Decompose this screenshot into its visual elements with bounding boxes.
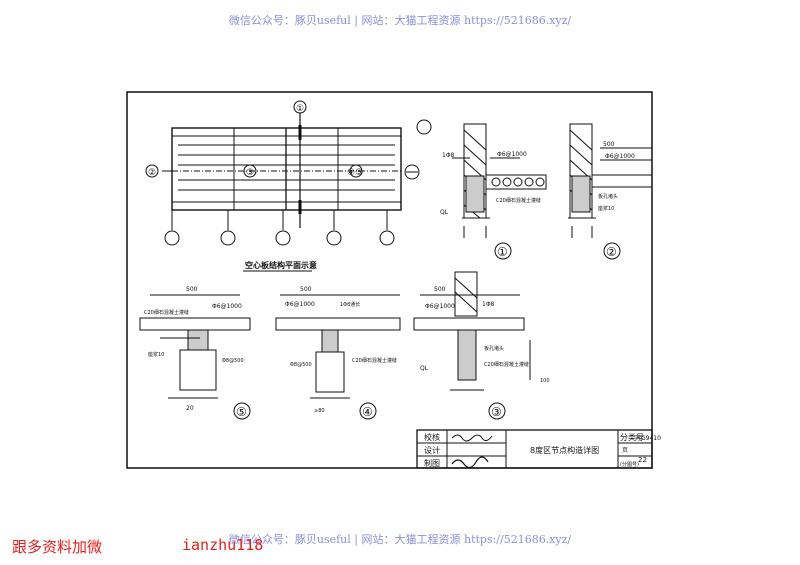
d5-phi6: Φ6@1000	[212, 303, 242, 310]
detail-4-drawing	[275, 294, 401, 420]
d4-phi6: Φ6@1000	[285, 301, 315, 308]
tb-class-label: 分类号	[620, 432, 644, 442]
d2-hole: 板孔堵头	[598, 193, 618, 200]
d3-phi8: 1Φ8	[482, 301, 495, 308]
d4-ge80: ≥80	[314, 408, 325, 414]
detail-5-drawing	[139, 294, 251, 420]
promo-left-text: 跟多资料加微	[12, 538, 103, 556]
detail-1-drawing	[452, 123, 547, 260]
d1-phi8: 1Φ8	[442, 152, 455, 159]
d1-ql: QL	[440, 209, 449, 216]
watermark-top: 微信公众号：豚贝useful | 网站：大猫工程资源 https://52168…	[228, 14, 572, 27]
drawing-border	[126, 91, 653, 469]
tb-class-value: 苏G9410	[635, 434, 661, 442]
d3-500: 500	[434, 286, 446, 293]
plan-callout-1: ①	[296, 104, 304, 114]
d3-c20: C20细石混凝土灌缝	[484, 361, 529, 368]
d3-hole: 板孔堵头	[484, 345, 504, 352]
plan-callout-2: ②	[148, 168, 156, 178]
d5-500: 500	[186, 286, 198, 293]
d3-label: ③	[491, 405, 502, 419]
d5-20: 20	[186, 405, 194, 412]
d2-mortar: 座浆10	[598, 205, 614, 212]
title-block	[416, 429, 653, 469]
d1-label: ①	[497, 245, 508, 259]
plan-caption: 空心板结构平面示意	[245, 260, 317, 270]
d3-ql: QL	[420, 365, 429, 372]
d5-label: ⑤	[236, 405, 247, 419]
tb-page-value: 22	[638, 456, 647, 464]
tb-row2-label: 设计	[424, 445, 440, 455]
d2-label: ②	[606, 245, 617, 259]
detail-2-drawing	[568, 123, 653, 260]
d1-phi6: Φ6@1000	[497, 151, 527, 158]
d3-100: 100	[540, 378, 550, 384]
tb-row3-label: 制图	[424, 458, 440, 468]
signature-1	[451, 434, 493, 442]
d4-phi8: Φ8@500	[290, 362, 312, 368]
d1-c20: C20细石混凝土灌缝	[496, 197, 541, 204]
d4-c20: C20细石混凝土灌缝	[352, 357, 397, 364]
d2-500: 500	[603, 141, 615, 148]
tb-title: 8度区节点构造详图	[530, 445, 599, 455]
d3-phi6: Φ6@1000	[425, 303, 455, 310]
d5-c20: C20细石混凝土灌缝	[144, 309, 189, 316]
tb-row1-label: 校核	[424, 432, 440, 442]
d4-500: 500	[300, 286, 312, 293]
d4-label: ④	[362, 405, 373, 419]
slab-plan	[145, 100, 432, 246]
watermark-bottom: 微信公众号：豚贝useful | 网站：大猫工程资源 https://52168…	[228, 533, 572, 546]
detail-3-drawing	[413, 271, 531, 420]
promo-right-text: ianzhu118	[182, 536, 264, 554]
d5-phi8: Φ8@500	[222, 358, 244, 364]
signature-2	[451, 456, 489, 469]
tb-page-label: 页	[622, 447, 628, 454]
d4-rebar: 1Φ8通长	[340, 301, 360, 308]
d2-phi6: Φ6@1000	[605, 153, 635, 160]
d5-mortar: 座浆10	[148, 351, 164, 358]
plan-callout-45: ④⑤	[347, 168, 363, 178]
plan-callout-3: ③	[246, 168, 254, 178]
tb-album-label: (分图号)	[620, 461, 639, 468]
